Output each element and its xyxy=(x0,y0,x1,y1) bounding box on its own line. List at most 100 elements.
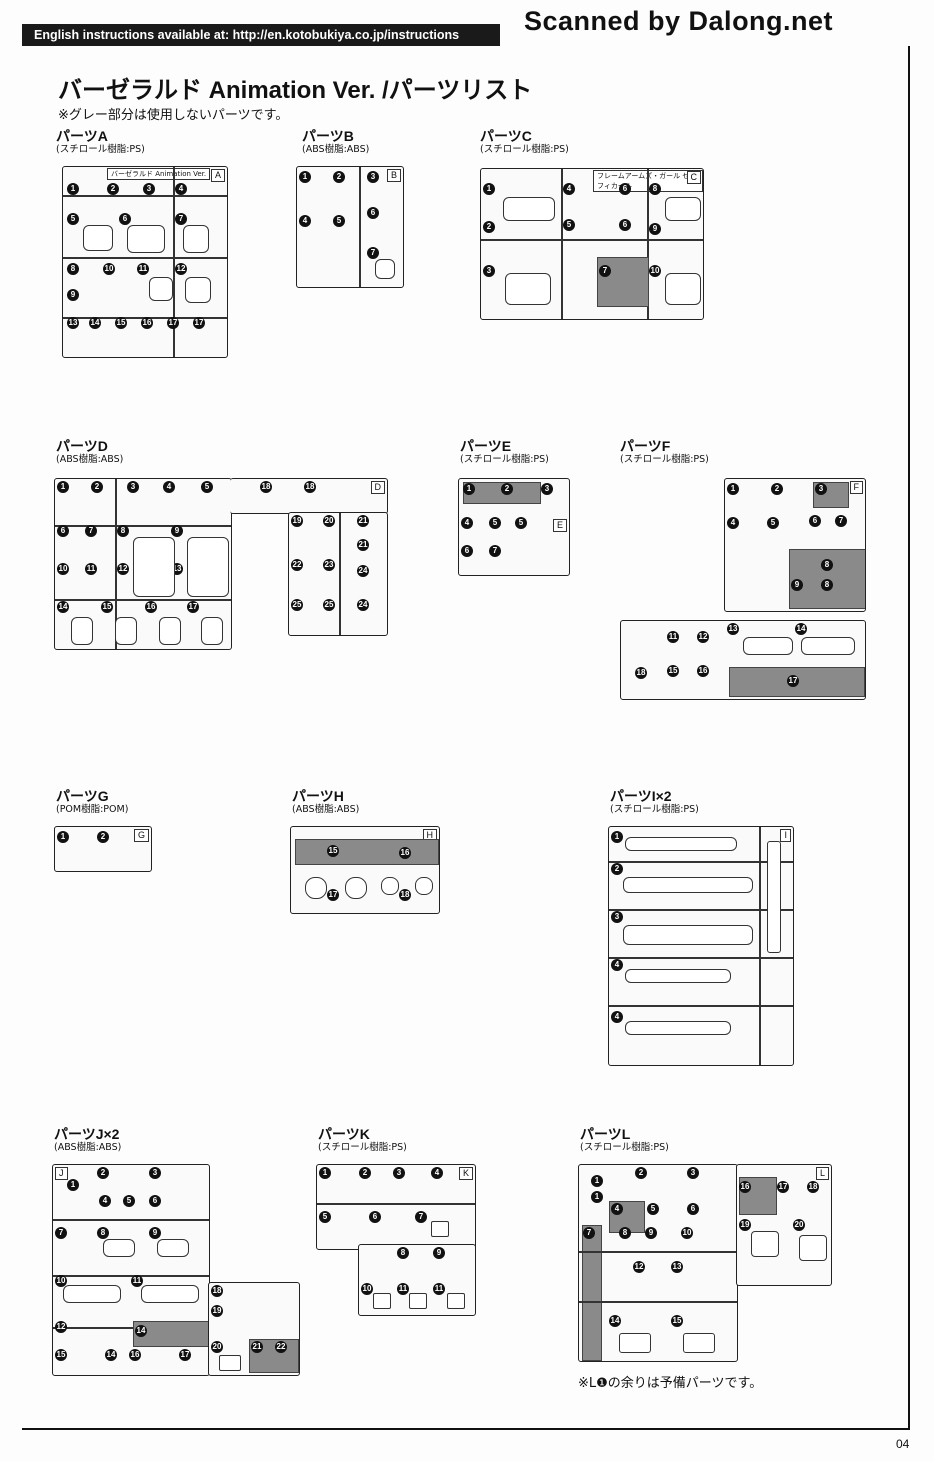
parts-e-header: パーツE (スチロール樹脂:PS) xyxy=(460,438,549,466)
plastic-part xyxy=(801,637,855,655)
part-number: 9 xyxy=(67,289,79,301)
part-number: 4 xyxy=(563,183,575,195)
plastic-part xyxy=(683,1333,715,1353)
part-number: 11 xyxy=(131,1275,143,1287)
part-number: 4 xyxy=(99,1195,111,1207)
plastic-part xyxy=(141,1285,199,1303)
part-number: 7 xyxy=(583,1227,595,1239)
plastic-part xyxy=(625,1021,731,1035)
parts-g-header: パーツG (POM樹脂:POM) xyxy=(56,788,128,816)
part-number: 12 xyxy=(117,563,129,575)
plastic-part xyxy=(623,925,753,945)
part-number: 4 xyxy=(727,517,739,529)
part-number: 5 xyxy=(319,1211,331,1223)
part-number: 24 xyxy=(357,599,369,611)
parts-j-header: パーツJ×2 (ABS樹脂:ABS) xyxy=(54,1126,121,1154)
part-number: 13 xyxy=(727,623,739,635)
part-number: 2 xyxy=(501,483,513,495)
runner-i-tag: I xyxy=(780,829,791,842)
part-number: 1 xyxy=(483,183,495,195)
part-number: 15 xyxy=(115,317,127,329)
parts-e-label: パーツE xyxy=(460,438,512,454)
part-number: 2 xyxy=(333,171,345,183)
part-number: 5 xyxy=(563,219,575,231)
parts-d-header: パーツD (ABS樹脂:ABS) xyxy=(56,438,123,466)
part-number: 22 xyxy=(291,559,303,571)
part-number: 7 xyxy=(599,265,611,277)
part-number: 10 xyxy=(55,1275,67,1287)
part-number: 12 xyxy=(633,1261,645,1273)
plastic-part xyxy=(133,537,175,597)
part-number: 7 xyxy=(489,545,501,557)
part-number: 1 xyxy=(727,483,739,495)
part-number: 18 xyxy=(211,1285,223,1297)
part-number: 8 xyxy=(117,525,129,537)
part-number: 11 xyxy=(85,563,97,575)
part-number: 3 xyxy=(393,1167,405,1179)
plastic-part xyxy=(345,877,367,899)
part-number: 10 xyxy=(649,265,661,277)
parts-a-header: パーツA (スチロール樹脂:PS) xyxy=(56,128,145,156)
part-number: 21 xyxy=(357,539,369,551)
part-number: 12 xyxy=(697,631,709,643)
gray-parts-note: ※グレー部分は使用しないパーツです。 xyxy=(58,108,289,123)
part-number: 24 xyxy=(357,565,369,577)
part-number: 5 xyxy=(515,517,527,529)
part-number: 3 xyxy=(815,483,827,495)
plastic-part xyxy=(751,1231,779,1257)
part-number: 6 xyxy=(461,545,473,557)
part-number: 25 xyxy=(291,599,303,611)
page-number: 04 xyxy=(896,1437,910,1451)
part-number: 6 xyxy=(119,213,131,225)
part-number: 18 xyxy=(260,481,272,493)
part-number: 3 xyxy=(611,911,623,923)
part-number: 10 xyxy=(681,1227,693,1239)
part-number: 17 xyxy=(187,601,199,613)
plastic-part xyxy=(157,1239,189,1257)
runner-d-left: 1 2 3 4 5 6 7 8 9 10 11 12 13 14 15 16 1… xyxy=(54,478,232,650)
parts-k-header: パーツK (スチロール樹脂:PS) xyxy=(318,1126,407,1154)
part-number: 14 xyxy=(795,623,807,635)
part-number: 4 xyxy=(431,1167,443,1179)
part-number: 18 xyxy=(807,1181,819,1193)
plastic-part xyxy=(665,273,701,305)
runner-j: J 1 2 3 4 5 6 7 8 9 10 11 12 15 14 16 17… xyxy=(52,1164,210,1376)
part-number: 5 xyxy=(767,517,779,529)
part-number: 21 xyxy=(357,515,369,527)
part-number: 6 xyxy=(367,207,379,219)
part-number: 5 xyxy=(123,1195,135,1207)
runner-l-tag: L xyxy=(815,1167,829,1180)
plastic-part xyxy=(665,197,701,221)
runner-f-tag: F xyxy=(849,481,863,494)
part-number: 9 xyxy=(171,525,183,537)
runner-k-tag: K xyxy=(458,1167,473,1180)
part-number: 3 xyxy=(541,483,553,495)
plastic-part xyxy=(187,537,229,597)
part-number: 17 xyxy=(179,1349,191,1361)
part-number: 7 xyxy=(85,525,97,537)
plastic-part xyxy=(625,837,737,851)
part-number: 6 xyxy=(619,219,631,231)
parts-b-header: パーツB (ABS樹脂:ABS) xyxy=(302,128,369,156)
part-number: 4 xyxy=(611,1203,623,1215)
parts-j-material: (ABS樹脂:ABS) xyxy=(54,1142,122,1153)
plastic-part xyxy=(619,1333,651,1353)
runner-i: I 1 2 3 4 4 xyxy=(608,826,794,1066)
part-number: 5 xyxy=(67,213,79,225)
part-number: 7 xyxy=(415,1211,427,1223)
parts-i-material: (スチロール樹脂:PS) xyxy=(610,804,699,815)
part-number: 4 xyxy=(611,1011,623,1023)
english-instructions-banner: English instructions available at: http:… xyxy=(22,24,500,46)
scanner-watermark: Scanned by Dalong.net xyxy=(524,6,834,36)
part-number: 2 xyxy=(611,863,623,875)
part-number: 8 xyxy=(67,263,79,275)
parts-j-label: パーツJ×2 xyxy=(54,1126,120,1142)
unused-gray-part xyxy=(295,839,439,865)
part-number: 14 xyxy=(57,601,69,613)
parts-i-label: パーツI×2 xyxy=(610,788,672,804)
part-number: 2 xyxy=(359,1167,371,1179)
parts-c-material: (スチロール樹脂:PS) xyxy=(480,144,569,155)
part-number: 20 xyxy=(793,1219,805,1231)
part-number: 16 xyxy=(739,1181,751,1193)
part-number: 12 xyxy=(175,263,187,275)
